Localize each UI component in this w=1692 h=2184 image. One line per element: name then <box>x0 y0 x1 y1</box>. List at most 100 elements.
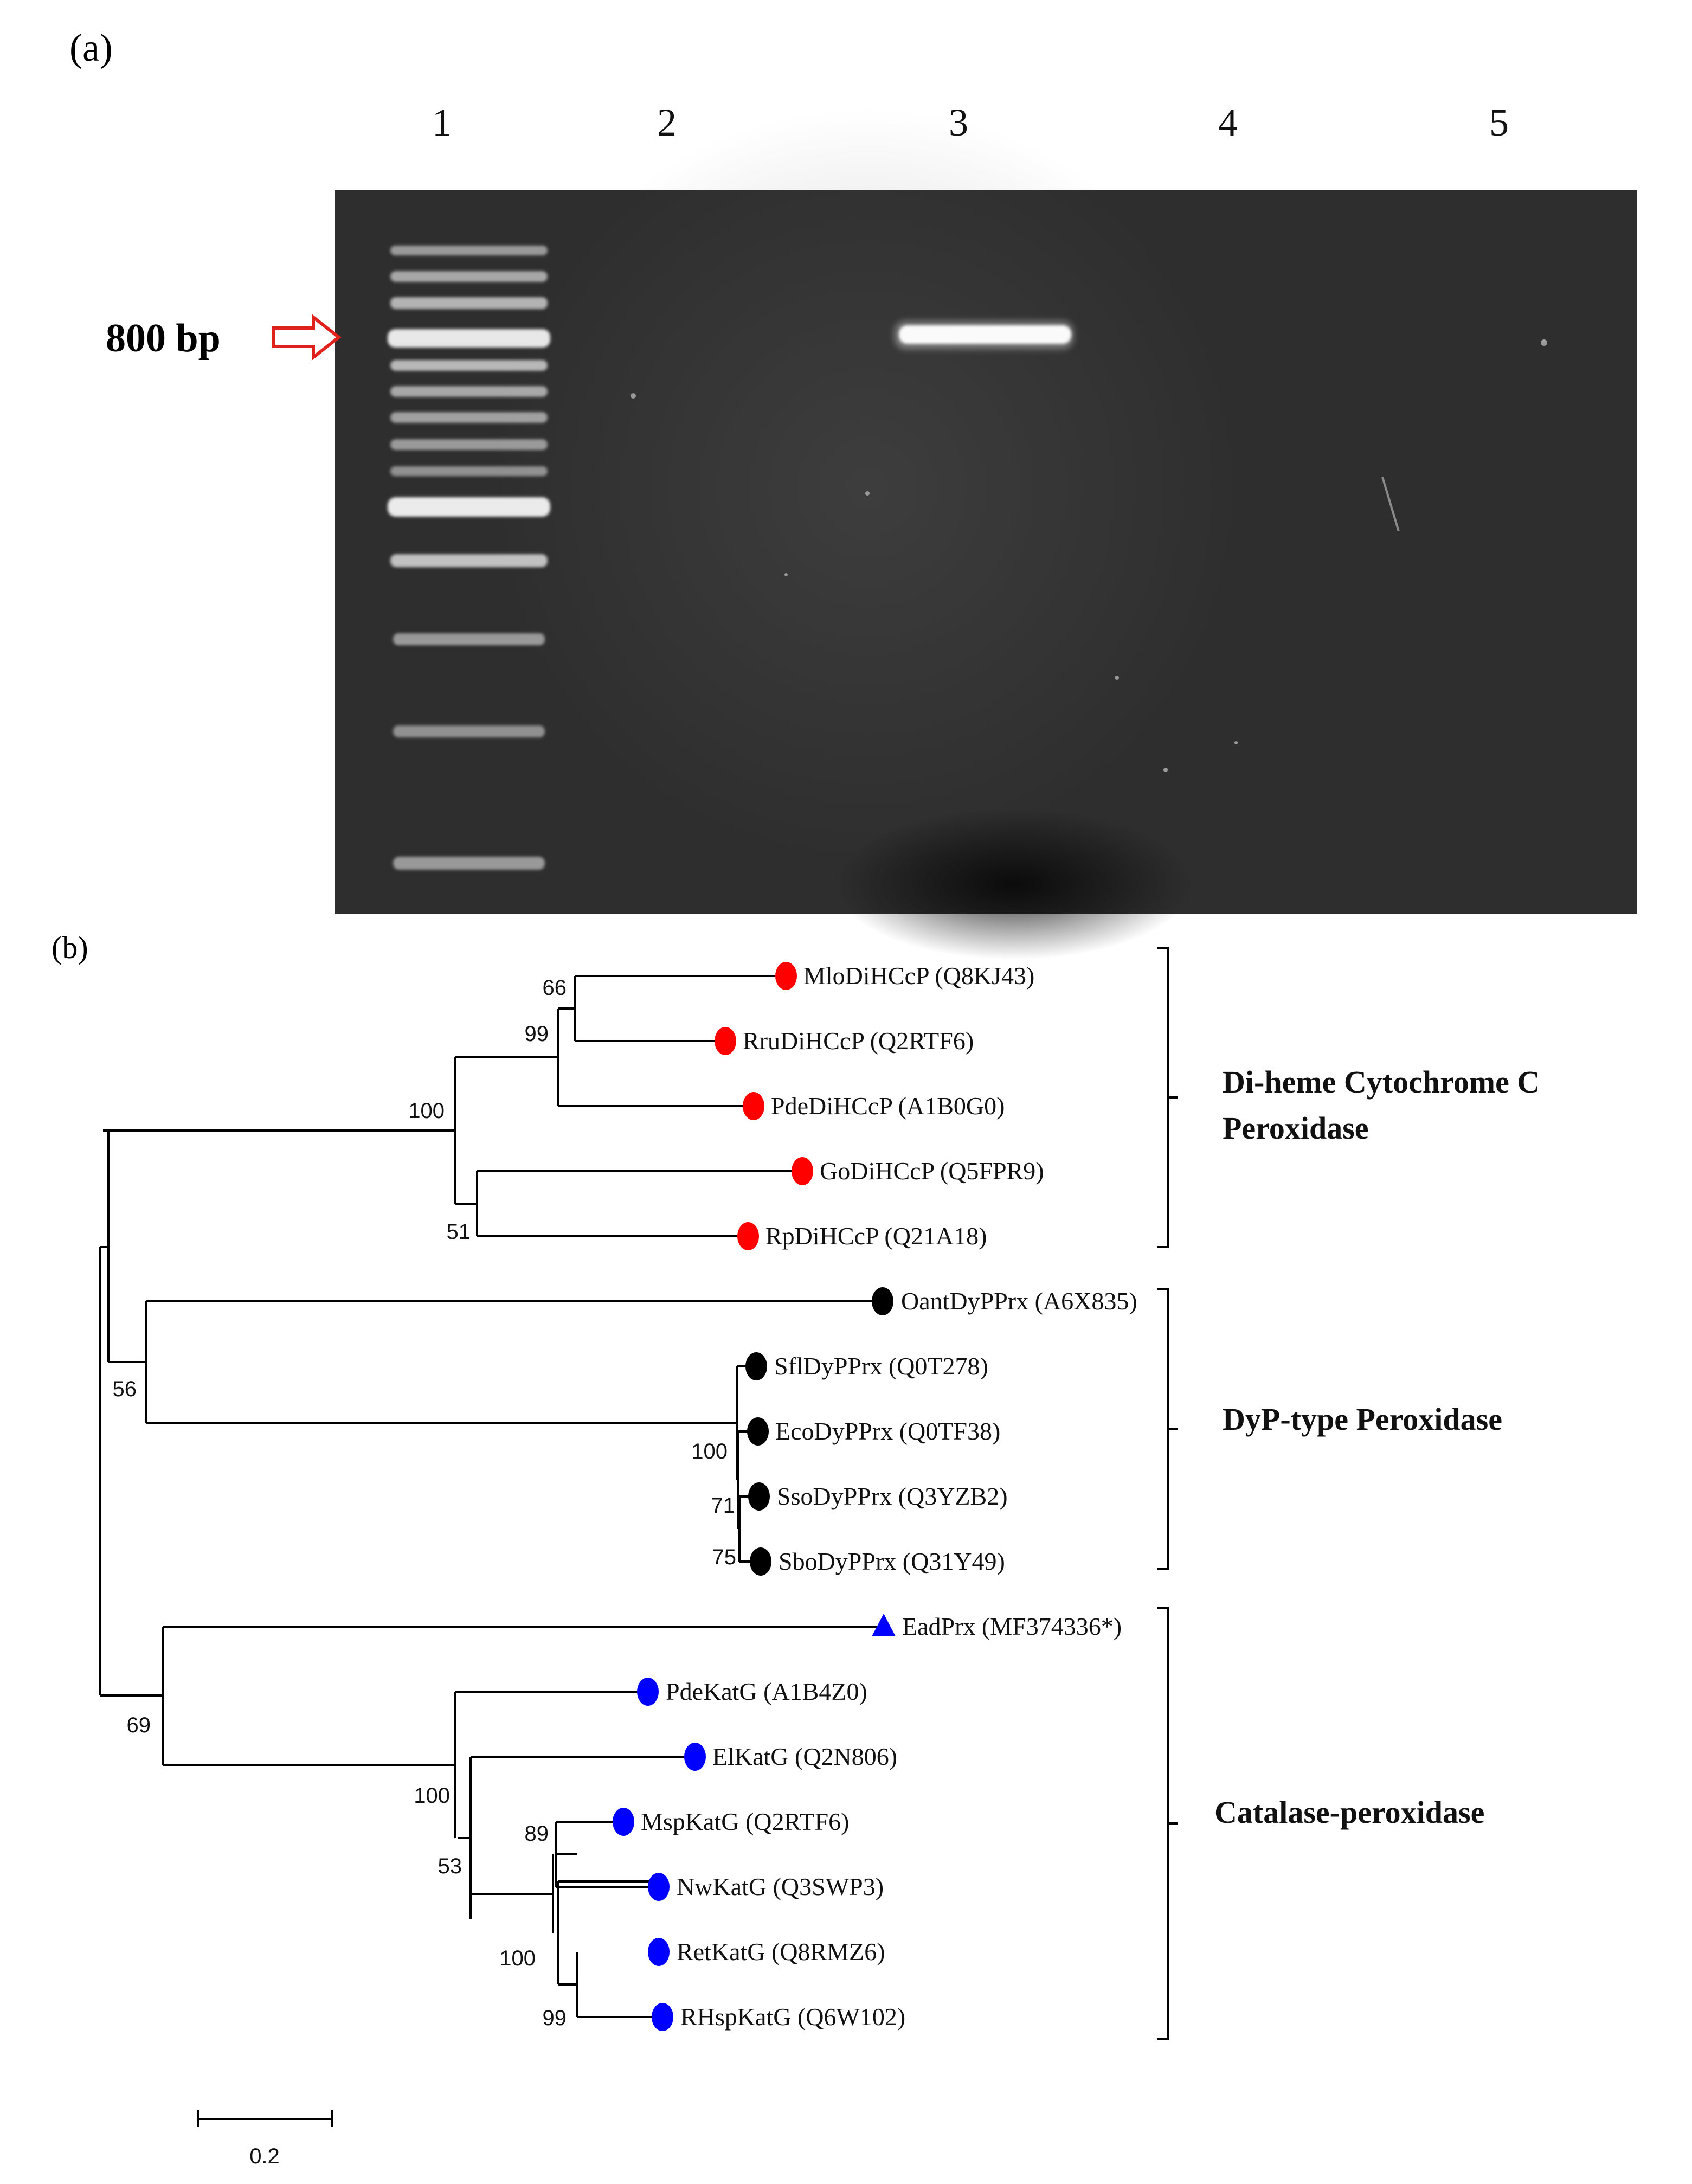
katg-bracket <box>1157 1607 1178 2040</box>
leaf-label: RruDiHCcP (Q2RTF6) <box>743 1027 974 1055</box>
ladder-band <box>393 725 545 737</box>
lane-number-2: 2 <box>657 101 677 144</box>
bootstrap-value: 100 <box>499 1947 536 1970</box>
red-circle-marker <box>715 1027 736 1055</box>
leaf-label: SsoDyPPrx (Q3YZB2) <box>777 1482 1008 1510</box>
bootstrap-values: 66 99 100 51 56 100 71 75 69 100 89 53 1… <box>113 976 737 2030</box>
group-label-dyp: DyP-type Peroxidase <box>1223 1402 1502 1437</box>
leaf-label: RetKatG (Q8RMZ6) <box>677 1938 885 1965</box>
group-label-katg: Catalase-peroxidase <box>1214 1795 1484 1830</box>
marker-label: 800 bp <box>106 316 221 361</box>
bootstrap-value: 99 <box>525 1022 549 1046</box>
bootstrap-value: 69 <box>127 1713 151 1737</box>
leaf-label: MspKatG (Q2RTF6) <box>641 1808 849 1835</box>
red-circle-marker <box>792 1157 813 1185</box>
ladder-band <box>390 466 548 476</box>
ladder-band <box>390 246 548 255</box>
ladder-band-800bp <box>388 329 550 348</box>
group-labels: Di-heme Cytochrome C Peroxidase DyP-type… <box>1214 1064 1540 1830</box>
bootstrap-value: 75 <box>712 1545 737 1569</box>
blue-circle-marker <box>648 1938 670 1966</box>
gel-light-wash <box>488 108 1247 868</box>
group-label-di-heme-line1: Di-heme Cytochrome C <box>1223 1064 1540 1100</box>
panel-b-label: (b) <box>52 930 88 965</box>
blue-circle-marker <box>648 1873 670 1901</box>
black-circle-marker <box>745 1352 767 1380</box>
phylogenetic-tree <box>99 975 883 2018</box>
blue-circle-marker <box>637 1678 659 1706</box>
bootstrap-value: 71 <box>711 1494 736 1518</box>
gel-scratch <box>1381 477 1400 532</box>
black-circle-marker <box>872 1287 893 1315</box>
gel-image <box>335 108 1637 960</box>
bootstrap-value: 66 <box>543 976 567 1000</box>
marker-annotation: 800 bp <box>106 313 342 361</box>
black-circle-marker <box>748 1482 770 1511</box>
leaf-label: RHspKatG (Q6W102) <box>680 2003 905 2031</box>
bootstrap-value: 51 <box>447 1220 471 1244</box>
group-brackets <box>1157 947 1178 2040</box>
bootstrap-value: 100 <box>408 1099 445 1123</box>
red-circle-marker <box>743 1092 764 1120</box>
gel-specks <box>631 339 1547 772</box>
leaf-label: EadPrx (MF374336*) <box>902 1613 1122 1640</box>
leaf-label: SboDyPPrx (Q31Y49) <box>779 1547 1005 1575</box>
ladder-band <box>390 386 548 397</box>
ladder-band <box>390 297 548 309</box>
speck <box>1541 339 1547 346</box>
ladder-band <box>390 271 548 282</box>
speck <box>631 393 636 399</box>
blue-circle-marker <box>613 1808 634 1836</box>
lane-number-4: 4 <box>1218 101 1238 144</box>
bootstrap-value: 100 <box>691 1440 728 1463</box>
leaf-label: OantDyPPrx (A6X835) <box>901 1287 1137 1315</box>
blue-circle-marker <box>652 2003 673 2031</box>
speck <box>784 573 788 576</box>
ladder-band-bright <box>388 497 550 517</box>
ladder-band <box>393 857 545 870</box>
speck <box>865 491 870 496</box>
black-circle-marker <box>750 1547 771 1576</box>
scale-bar-line <box>197 2110 333 2127</box>
panel-a: (a) 1 2 3 4 5 <box>69 26 1637 960</box>
speck <box>1115 676 1119 680</box>
speck <box>1234 741 1238 744</box>
bootstrap-value: 56 <box>113 1377 137 1401</box>
leaf-label: PdeKatG (A1B4Z0) <box>666 1678 867 1705</box>
blue-triangle-marker <box>872 1614 896 1636</box>
leaf-label: GoDiHCcP (Q5FPR9) <box>820 1157 1044 1185</box>
leaf-markers <box>613 962 896 2031</box>
bootstrap-value: 53 <box>438 1854 462 1878</box>
ladder-band <box>390 554 548 567</box>
pcr-product-band <box>895 321 1073 349</box>
lane-number-5: 5 <box>1489 101 1509 144</box>
dyp-bracket <box>1157 1288 1178 1570</box>
leaf-label: PdeDiHCcP (A1B0G0) <box>771 1092 1005 1120</box>
dna-ladder <box>388 246 550 870</box>
black-circle-marker <box>747 1417 769 1446</box>
panel-b: (b) <box>52 930 1540 2168</box>
leaf-label: ElKatG (Q2N806) <box>712 1743 897 1770</box>
band-core <box>899 325 1071 344</box>
lane-number-1: 1 <box>432 101 452 144</box>
leaf-labels: MloDiHCcP (Q8KJ43) RruDiHCcP (Q2RTF6) Pd… <box>641 962 1137 2031</box>
red-circle-marker <box>737 1222 759 1250</box>
leaf-label: NwKatG (Q3SWP3) <box>677 1873 884 1900</box>
panel-a-label: (a) <box>69 26 113 69</box>
scale-bar-label: 0.2 <box>249 2144 280 2168</box>
bootstrap-value: 99 <box>543 2006 567 2030</box>
red-circle-marker <box>775 962 797 990</box>
bootstrap-value: 100 <box>414 1784 450 1808</box>
bootstrap-value: 89 <box>525 1822 549 1846</box>
leaf-label: EcoDyPPrx (Q0TF38) <box>775 1417 1000 1445</box>
lane-numbers: 1 2 3 4 5 <box>432 101 1509 144</box>
ladder-band <box>390 360 548 371</box>
leaf-label: RpDiHCcP (Q21A18) <box>765 1222 987 1250</box>
ladder-band <box>390 439 548 450</box>
leaf-label: SflDyPPrx (Q0T278) <box>774 1352 988 1380</box>
scale-bar: 0.2 <box>197 2110 333 2168</box>
group-label-di-heme-line2: Peroxidase <box>1223 1110 1369 1146</box>
speck <box>1163 768 1168 772</box>
gel-dark-spot <box>835 808 1193 960</box>
